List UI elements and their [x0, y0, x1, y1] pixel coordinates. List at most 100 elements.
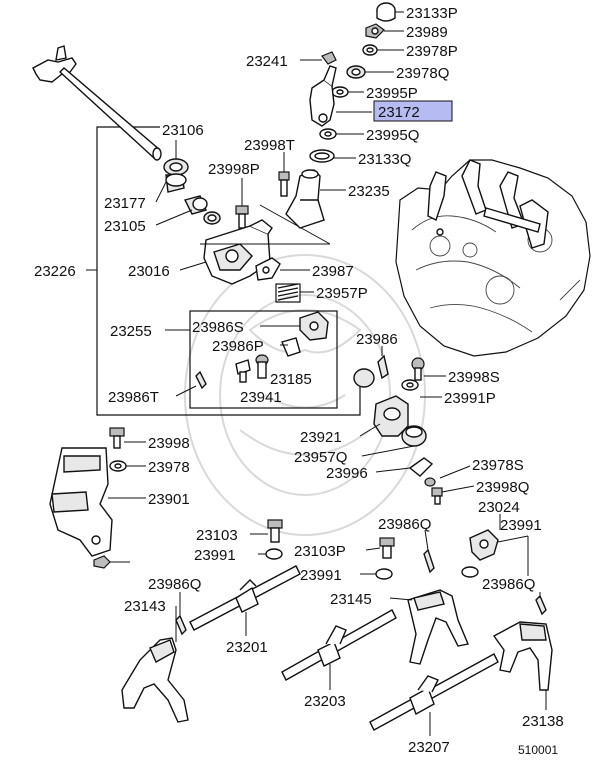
nut-23989	[365, 23, 385, 39]
pin-23986q-left	[175, 614, 187, 636]
transmission-housing	[395, 159, 591, 357]
label-23105: 23105	[104, 218, 146, 235]
cap-23133p	[376, 2, 396, 22]
label-23986q-right: 23986Q	[482, 576, 535, 593]
part-23921	[373, 395, 409, 437]
highlight-box-23172	[373, 100, 453, 122]
shift-rail-23201	[189, 565, 301, 631]
lever-23172	[309, 65, 337, 127]
label-23986t: 23986T	[108, 389, 159, 406]
label-23996: 23996	[326, 465, 368, 482]
washer-23978q	[346, 65, 366, 79]
shift-housing-23016	[203, 219, 273, 285]
label-23941: 23941	[240, 389, 282, 406]
bolt-23998q	[431, 487, 443, 505]
label-23203: 23203	[304, 693, 346, 710]
shift-fork-23145	[407, 589, 469, 665]
label-23991p: 23991P	[444, 390, 496, 407]
label-23185: 23185	[270, 371, 312, 388]
label-23986q: 23986Q	[378, 516, 431, 533]
label-23987: 23987	[312, 263, 354, 280]
part-23024	[469, 529, 499, 561]
label-23998: 23998	[148, 435, 190, 452]
clip-23996	[408, 457, 434, 477]
pin-23986q-mid	[423, 548, 435, 574]
watermark-emblem	[184, 254, 426, 536]
label-23998s: 23998S	[448, 369, 500, 386]
shift-fork-23143	[121, 637, 189, 723]
bolt-23998t	[278, 171, 290, 197]
pin-23986q-right	[535, 594, 547, 616]
label-23991-mid: 23991	[194, 547, 236, 564]
pin-23986t	[195, 370, 207, 390]
label-23143: 23143	[124, 598, 166, 615]
label-23016: 23016	[128, 263, 170, 280]
bolt-23103	[267, 519, 283, 543]
plate-23987	[255, 257, 281, 281]
select-lever-23235	[285, 169, 325, 229]
bushing-23177	[165, 173, 187, 193]
label-23995q: 23995Q	[366, 127, 419, 144]
bracket-23901	[49, 447, 113, 557]
washer-23991p	[401, 379, 419, 391]
label-23106: 23106	[162, 122, 204, 139]
label-23921: 23921	[300, 429, 342, 446]
label-23957p: 23957P	[316, 285, 368, 302]
label-23991-right: 23991	[500, 517, 542, 534]
leader-lines	[108, 11, 547, 736]
shift-lever-rod	[32, 45, 162, 161]
label-23986q-left: 23986Q	[148, 576, 201, 593]
label-23957q: 23957Q	[294, 449, 347, 466]
diagram-code: 510001	[518, 743, 558, 757]
bolt-23998s	[411, 357, 425, 381]
label-23201: 23201	[226, 639, 268, 656]
label-23986p: 23986P	[212, 338, 264, 355]
label-23995p: 23995P	[366, 85, 418, 102]
label-23145: 23145	[330, 591, 372, 608]
label-23255: 23255	[110, 323, 152, 340]
washer-23978p	[362, 44, 378, 56]
label-23991-lower: 23991	[300, 567, 342, 584]
sleeve-23105	[183, 195, 208, 215]
bracket-23241	[321, 51, 337, 65]
label-23978p: 23978P	[406, 43, 458, 60]
washer-23991-right	[461, 566, 479, 578]
bolt-23998p	[235, 205, 249, 229]
pin-23986	[377, 354, 389, 380]
washer-23978-bottom	[93, 555, 111, 569]
bolt-23998-left	[109, 427, 125, 449]
label-23978: 23978	[148, 459, 190, 476]
label-23978q: 23978Q	[396, 65, 449, 82]
sleeve-small	[203, 211, 221, 225]
label-23133q: 23133Q	[358, 151, 411, 168]
spring-23957p	[275, 283, 301, 303]
part-top-23921	[353, 368, 375, 388]
label-23172: 23172	[378, 104, 420, 121]
assembly-box-23255	[189, 310, 338, 409]
shift-fork-23138	[492, 621, 553, 691]
seal-23133q	[309, 149, 335, 163]
bushing-23957q	[401, 425, 427, 447]
label-23133p: 23133P	[406, 5, 458, 22]
part-23185	[255, 354, 269, 379]
part-labels: 23133P 23989 23978P 23241 23978Q 23995P …	[34, 5, 564, 756]
label-23998t: 23998T	[244, 137, 295, 154]
part-23986p	[281, 337, 301, 357]
bushing-23995p	[331, 86, 349, 98]
washer-23991-mid	[265, 548, 283, 560]
washer-23978s	[424, 477, 436, 487]
label-23998p: 23998P	[208, 161, 260, 178]
label-23226: 23226	[34, 263, 76, 280]
part-23986s	[278, 311, 329, 341]
bushing-23995q	[319, 128, 337, 140]
label-23241: 23241	[246, 53, 288, 70]
label-23978s: 23978S	[472, 457, 524, 474]
label-23177: 23177	[104, 195, 146, 212]
label-23235: 23235	[348, 183, 390, 200]
label-23207: 23207	[408, 739, 450, 756]
assembly-bracket-23226	[86, 126, 361, 416]
label-23998q: 23998Q	[476, 479, 529, 496]
washer-23978-left	[109, 460, 127, 472]
